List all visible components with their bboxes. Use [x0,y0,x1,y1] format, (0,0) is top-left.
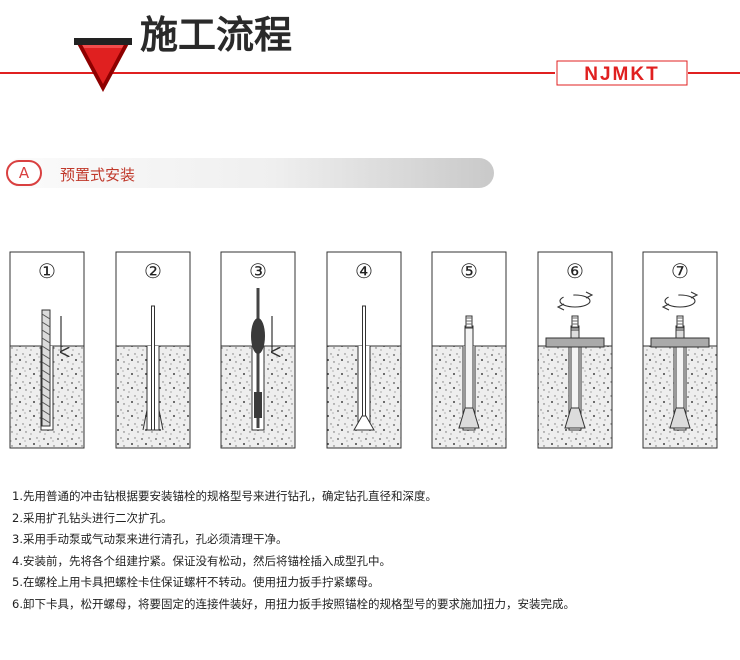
step-number: ⑦ [671,259,689,283]
instruction-item: 4.安装前，先将各个组建拧紧。保证没有松动，然后将锚栓插入成型孔中。 [12,553,391,568]
step-number: ⑥ [566,259,584,283]
instruction-item: 6.卸下卡具，松开螺母，将要固定的连接件装好，用扭力扳手按照锚栓的规格型号的要求… [12,596,575,611]
step-panel: ③ [220,251,296,449]
triangle-logo-icon [74,38,132,92]
section-bar [6,158,494,188]
pump-bulb [251,318,265,354]
instruction-item: 1.先用普通的冲击钻根据要安装锚栓的规格型号来进行钻孔，确定钻孔直径和深度。 [12,489,437,503]
expansion-sleeve [458,407,480,429]
section-badge: A [6,160,42,186]
fixture-plate [650,337,710,348]
section-title: 预置式安装 [60,166,136,184]
instruction-item: 3.采用手动泵或气动泵来进行清孔，孔必须清理干净。 [12,532,288,546]
step-number: ③ [249,259,267,283]
step-number: ① [38,259,56,283]
drill-bit [41,309,51,427]
installation-steps-diagram: ① ② ③ ④ ⑤ ⑥ ⑦ [9,251,718,449]
undercut-cone [353,415,375,431]
brand-name: NJMKT [584,64,659,85]
step-number: ② [144,259,162,283]
expansion-sleeve [564,407,586,429]
step-number: ⑤ [460,259,478,283]
rotate-arrow-icon [559,294,591,308]
nut [570,329,580,339]
step-panel: ④ [326,251,402,449]
step-panel: ② [115,251,191,449]
step-panel: ⑥ [537,251,613,449]
rotate-arrow-icon [664,294,696,308]
brand-box [556,60,688,86]
cleaning-tube [256,288,260,428]
reamer-rod [151,305,155,431]
page-title: 施工流程 [140,13,292,57]
expansion-sleeve [669,407,691,429]
instruction-list: 1.先用普通的冲击钻根据要安装锚栓的规格型号来进行钻孔，确定钻孔直径和深度。 2… [12,486,575,615]
anchor-bolt [464,325,474,415]
step-number: ④ [355,259,373,283]
header: 施工流程 NJMKT [0,13,740,92]
step-panel: ⑦ [642,251,718,449]
nut [675,329,685,339]
instruction-item: 5.在螺栓上用卡具把螺栓卡住保证螺杆不转动。使用扭力扳手拧紧螺母。 [12,575,380,589]
anchor-rod [362,305,366,425]
fixture-plate [545,337,605,348]
step-panel: ⑤ [431,251,507,449]
step-panel: ① [9,251,85,449]
instruction-item: 2.采用扩孔钻头进行二次扩孔。 [12,510,173,525]
